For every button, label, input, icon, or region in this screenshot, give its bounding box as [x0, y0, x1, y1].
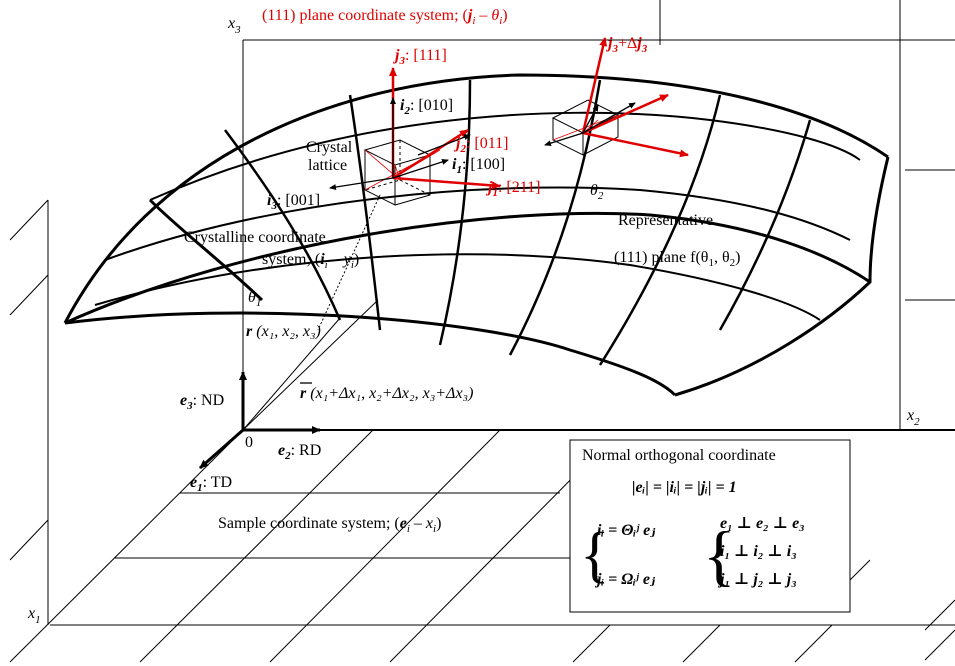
crystal-lattice-label-2: lattice: [308, 157, 347, 174]
representative-plane-surface: [63, 73, 890, 397]
theta1-label: θ1: [248, 289, 261, 309]
j3-label: j3: [111]: [392, 47, 447, 67]
plane-coordinate-arrows: [389, 37, 689, 190]
j2-label: j2: [011]: [453, 135, 508, 155]
sample-axes: [199, 371, 321, 470]
box-brace-right: {: [703, 517, 736, 593]
e3-label: e3: ND: [180, 392, 224, 412]
leader-lines: [242, 194, 381, 431]
axis-x3-label: x3: [227, 15, 241, 36]
normal-orthogonal-box: [569, 439, 851, 613]
i3-label: i3: [001]: [267, 192, 320, 212]
crystal-lattice-label-1: Crystal: [306, 139, 353, 156]
plane-function-label: (111) plane f(θ1, θ2): [614, 249, 740, 269]
rbar-vector-label: r (x₁+Δx₁, x₂+Δx₂, x₃+Δx₃): [300, 385, 473, 402]
theta2-label: θ2: [590, 182, 604, 202]
box-title: Normal orthogonal coordinate: [582, 447, 776, 464]
j1-label: j1: [211]: [485, 179, 540, 199]
box-norm-equation: |eᵢ| = |iᵢ| = |jᵢ| = 1: [632, 479, 737, 496]
box-perp-e: e₁ ⊥ e₂ ⊥ e₃: [720, 515, 805, 532]
e1-label: e1: TD: [190, 474, 232, 494]
box-perp-j: j₁ ⊥ j₂ ⊥ j₃: [717, 571, 797, 588]
r-vector-label: r (x₁, x₂, x₃): [246, 323, 321, 340]
crystalline-system-label-1: Crystalline coordinate: [184, 229, 326, 246]
i2-label: i2: [010]: [400, 97, 453, 117]
j3-delta-label: j3+Δj3: [605, 35, 648, 55]
box-eq-j: jᵢ = Ωᵢʲ eⱼ: [594, 571, 656, 588]
crystalline-system-label-2: system; (ii – yi): [262, 251, 359, 271]
box-eq-i: iᵢ = Θᵢʲ eⱼ: [597, 522, 656, 539]
axis-x2-label: x2: [906, 407, 920, 428]
box-brace-left: {: [580, 521, 610, 589]
sample-system-label: Sample coordinate system; (ei – xi): [218, 515, 441, 535]
crystal-axis-arrows: [329, 97, 636, 191]
i1-label: i1: [100]: [452, 156, 505, 176]
axis-x1-label: x1: [27, 605, 41, 626]
representative-label: Representative: [618, 212, 713, 229]
plane-system-title: (111) plane coordinate system; (ji – θi): [262, 7, 508, 27]
origin-label: 0: [245, 434, 253, 451]
background-grid: [9, 0, 955, 663]
e2-label: e2: RD: [278, 442, 321, 462]
box-perp-i: i₁ ⊥ i₂ ⊥ i₃: [720, 543, 797, 560]
